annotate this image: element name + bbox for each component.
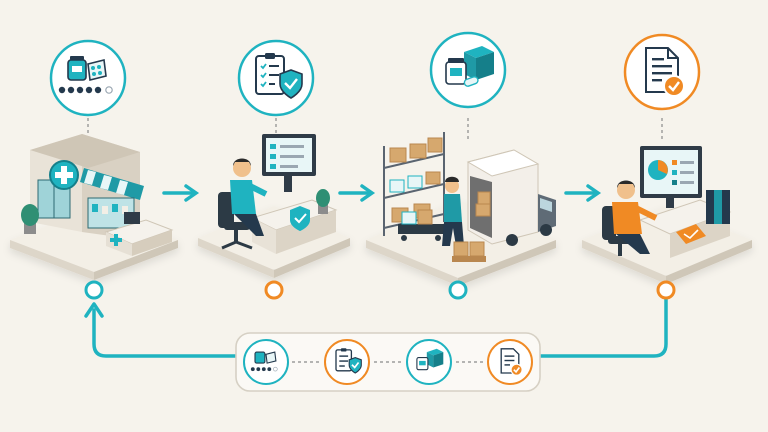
badge-pharmacy [49, 39, 127, 117]
node-pharmacy [84, 280, 104, 300]
arrow-right-icon [564, 184, 602, 202]
document-check-icon [645, 47, 685, 97]
verification-desk-scene [218, 134, 338, 254]
legend-item-verification [324, 339, 370, 385]
connection-nodes [84, 280, 676, 300]
document-check-icon [500, 348, 523, 376]
clipboard-shield-check-icon [335, 348, 362, 374]
badge-warehouse [429, 31, 507, 109]
feedback-loop [84, 296, 668, 358]
warehouse-scene [383, 132, 556, 262]
dashed-connectors [87, 118, 667, 280]
clipboard-shield-check-icon [255, 53, 303, 99]
badge-confirmation [623, 33, 701, 111]
arrow-right-icon [338, 184, 376, 202]
node-confirmation [656, 280, 676, 300]
medicine-boxes-icon [416, 348, 444, 371]
node-warehouse [448, 280, 468, 300]
confirmation-desk-scene [602, 146, 732, 258]
arrow-right-icon [162, 184, 200, 202]
legend-item-confirmation [487, 339, 533, 385]
delivery-truck [466, 149, 556, 246]
medicine-bottle-pill-pack-icon [250, 351, 278, 372]
badge-verification [237, 39, 315, 117]
legend-item-warehouse [406, 339, 452, 385]
legend-item-pharmacy [243, 339, 289, 385]
medicine-boxes-icon [445, 46, 494, 87]
flow-arrows [162, 184, 602, 202]
pharmacy-storefront [21, 134, 174, 256]
node-verification [264, 280, 284, 300]
legend-panel [235, 332, 541, 392]
medicine-bottle-pill-pack-icon [58, 56, 113, 94]
